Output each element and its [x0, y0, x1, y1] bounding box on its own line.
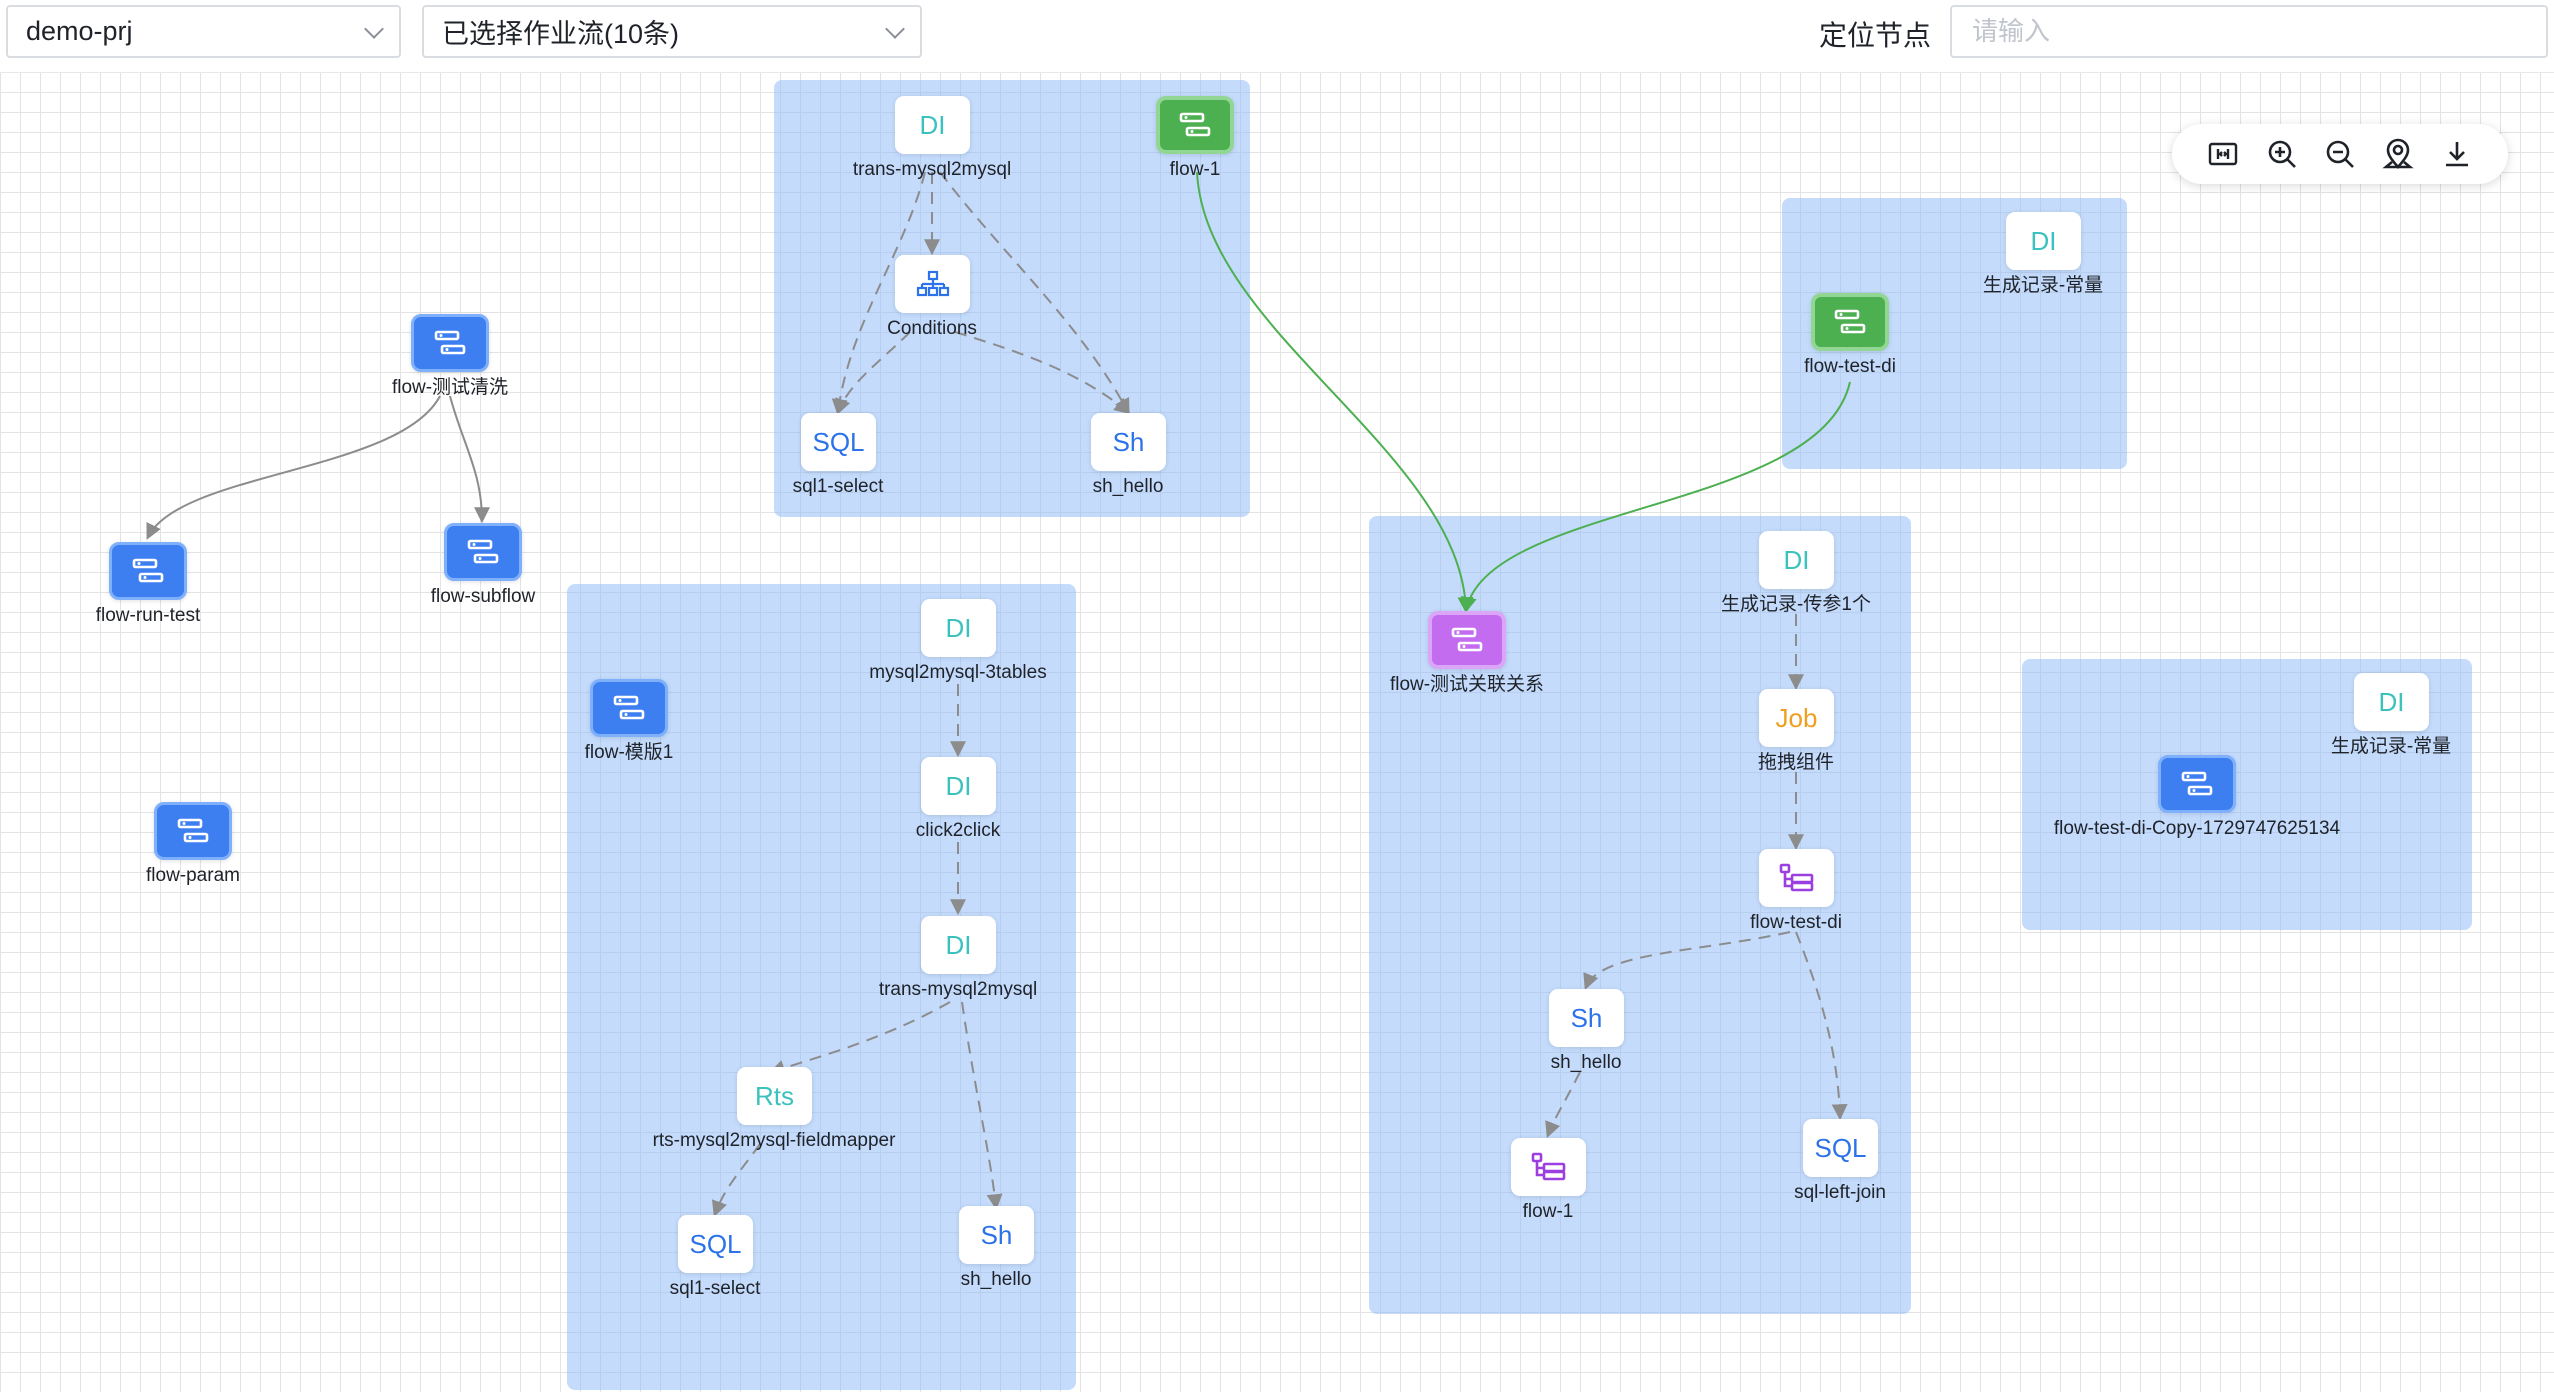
top-toolbar: demo-prj 已选择作业流(10条) 定位节点: [0, 0, 2554, 73]
node-label: 生成记录-传参1个: [1721, 594, 1871, 615]
node-label: sh_hello: [960, 1269, 1032, 1290]
node-label: flow-test-di: [1804, 356, 1896, 377]
node-label: sql-left-join: [1794, 1182, 1886, 1203]
flow-icon: [444, 523, 522, 581]
node-label: rts-mysql2mysql-fieldmapper: [652, 1130, 896, 1151]
flow-icon: [411, 314, 489, 372]
node-label: 拖拽组件: [1757, 752, 1834, 773]
node-label: mysql2mysql-3tables: [869, 662, 1047, 683]
di-tag: DI: [2354, 673, 2429, 731]
node-label: trans-mysql2mysql: [852, 159, 1012, 180]
di-tag: DI: [1759, 531, 1834, 589]
node-label: flow-test-di: [1750, 912, 1842, 933]
flow-icon: [590, 679, 668, 737]
sql-tag: SQL: [1803, 1119, 1878, 1177]
shell-tag: Sh: [959, 1206, 1034, 1264]
chevron-down-icon: [364, 18, 384, 39]
project-select-value: demo-prj: [26, 16, 133, 46]
node-label: flow-测试关联关系: [1389, 674, 1545, 695]
chevron-down-icon: [885, 18, 905, 39]
node-label: Conditions: [887, 318, 977, 339]
node-label: 生成记录-常量: [2330, 736, 2452, 757]
workflow-select[interactable]: 已选择作业流(10条): [422, 5, 922, 58]
shell-tag: Sh: [1549, 989, 1624, 1047]
node-label: trans-mysql2mysql: [878, 979, 1038, 1000]
fit-view-icon[interactable]: [2203, 134, 2243, 174]
conditions-icon: [895, 255, 970, 313]
di-tag: DI: [921, 599, 996, 657]
zoom-in-icon[interactable]: [2262, 134, 2302, 174]
di-tag: DI: [921, 757, 996, 815]
sql-tag: SQL: [678, 1215, 753, 1273]
node-label: flow-run-test: [95, 605, 201, 626]
shell-tag: Sh: [1091, 413, 1166, 471]
edge: [146, 395, 441, 540]
locate-node-label: 定位节点: [1819, 20, 1932, 51]
node-label: click2click: [915, 820, 1001, 841]
node-label: sh_hello: [1092, 476, 1164, 497]
node-label: flow-subflow: [430, 586, 536, 607]
node-label: flow-测试清洗: [391, 377, 509, 398]
graph-canvas[interactable]: flow-测试清洗 flow-run-test flow-subflow flo…: [0, 72, 2554, 1392]
node-label: flow-模版1: [584, 742, 674, 763]
subflow-icon: [1759, 849, 1834, 907]
flow-icon: [154, 802, 232, 860]
flow-icon: [2158, 755, 2236, 813]
di-tag: DI: [921, 916, 996, 974]
node-label: sql1-select: [792, 476, 884, 497]
flow-icon: [1156, 96, 1234, 154]
zoom-toolbar: [2172, 124, 2508, 184]
node-label: flow-test-di-Copy-1729747625134: [2053, 818, 2341, 839]
locate-pin-icon[interactable]: [2378, 134, 2418, 174]
node-label: 生成记录-常量: [1982, 275, 2104, 296]
zoom-out-icon[interactable]: [2320, 134, 2360, 174]
node-label: flow-1: [1522, 1201, 1574, 1222]
di-tag: DI: [895, 96, 970, 154]
node-label: flow-param: [146, 865, 240, 886]
download-icon[interactable]: [2437, 134, 2477, 174]
sql-tag: SQL: [801, 413, 876, 471]
edge: [449, 395, 490, 524]
di-tag: DI: [2006, 212, 2081, 270]
node-label: flow-1: [1169, 159, 1221, 180]
flow-icon: [109, 542, 187, 600]
rts-tag: Rts: [737, 1067, 812, 1125]
workflow-select-value: 已选择作业流(10条): [442, 19, 680, 49]
node-label: sql1-select: [669, 1278, 761, 1299]
flow-icon: [1428, 611, 1506, 669]
locate-node-input[interactable]: [1950, 5, 2548, 58]
job-tag: Job: [1759, 689, 1834, 747]
subflow-icon: [1511, 1138, 1586, 1196]
flow-icon: [1811, 293, 1889, 351]
node-label: sh_hello: [1550, 1052, 1622, 1073]
project-select[interactable]: demo-prj: [6, 5, 401, 58]
